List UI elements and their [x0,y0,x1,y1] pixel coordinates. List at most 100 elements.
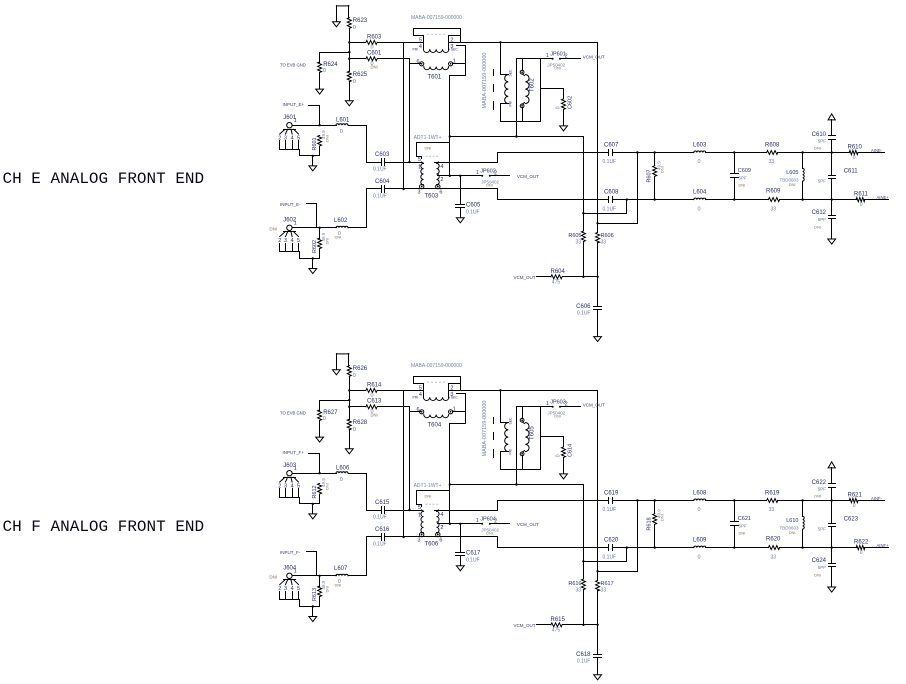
svg-text:ADT1-1WT+: ADT1-1WT+ [414,483,442,489]
svg-text:0: 0 [860,550,863,556]
svg-text:475: 475 [552,627,561,633]
svg-text:1: 1 [294,118,297,124]
svg-text:5PF: 5PF [818,178,827,183]
svg-text:JP603: JP603 [550,399,566,405]
svg-text:T605: T605 [530,426,536,440]
svg-text:33: 33 [601,587,607,593]
svg-text:J604: J604 [283,566,297,572]
svg-text:DNI: DNI [486,184,493,188]
svg-text:3: 3 [284,136,287,142]
svg-text:4: 4 [291,136,294,142]
svg-text:JP602: JP602 [480,168,496,174]
svg-text:R624: R624 [323,62,338,68]
svg-text:4: 4 [440,512,443,518]
svg-text:DNI: DNI [739,531,746,536]
svg-text:SEC: SEC [451,48,459,52]
svg-text:L607: L607 [334,566,348,572]
svg-text:1: 1 [294,221,297,227]
svg-text:INPUT_F+: INPUT_F+ [283,450,305,455]
svg-text:R625: R625 [353,72,368,78]
svg-text:0: 0 [323,68,326,74]
svg-text:6: 6 [416,407,419,413]
svg-text:0.1UF: 0.1UF [373,194,387,200]
svg-text:R627: R627 [323,410,338,416]
svg-text:MABA-007159-000000: MABA-007159-000000 [482,401,488,457]
svg-text:R607: R607 [647,169,653,182]
svg-text:0.1UF: 0.1UF [603,507,617,513]
svg-text:33: 33 [576,239,582,245]
svg-text:J602: J602 [283,218,297,224]
svg-text:R602: R602 [312,240,318,253]
svg-text:0: 0 [353,373,356,379]
svg-text:R619: R619 [765,491,780,497]
svg-text:J601: J601 [283,115,297,121]
svg-text:0: 0 [556,454,562,457]
svg-text:DNI: DNI [486,532,493,536]
svg-text:1: 1 [294,569,297,575]
svg-text:INPUT_E-: INPUT_E- [280,202,301,207]
svg-text:5PF: 5PF [818,217,827,222]
svg-text:L601: L601 [336,117,350,123]
svg-text:4: 4 [419,44,422,50]
svg-text:C613: C613 [367,399,382,405]
svg-text:T604: T604 [428,423,442,429]
svg-text:VCM_OUT: VCM_OUT [583,402,605,407]
svg-text:JP50402: JP50402 [547,410,565,415]
svg-text:R614: R614 [367,382,382,388]
svg-text:5PF: 5PF [818,487,827,492]
svg-text:C622: C622 [812,480,827,486]
svg-text:VCM_OUT: VCM_OUT [517,522,539,527]
svg-text:C619: C619 [604,491,619,497]
svg-text:DNI: DNI [554,414,561,418]
svg-text:DNI: DNI [814,224,821,229]
svg-text:C601: C601 [367,51,382,57]
svg-text:0: 0 [698,159,701,165]
svg-text:VCM_OUT: VCM_OUT [514,275,536,280]
svg-text:R605: R605 [568,233,581,239]
svg-text:0: 0 [860,202,863,208]
svg-text:DNI: DNI [335,583,342,588]
svg-text:INPUT_F-: INPUT_F- [280,550,301,555]
svg-text:0: 0 [698,206,701,212]
svg-text:JP50402: JP50402 [481,180,499,185]
svg-text:SEC: SEC [509,417,513,425]
svg-text:R601: R601 [312,137,318,150]
svg-text:R612: R612 [312,485,318,498]
svg-text:DNI: DNI [814,572,821,577]
svg-text:C610: C610 [812,132,827,138]
svg-text:0: 0 [556,106,562,109]
svg-text:DNI: DNI [425,494,432,499]
svg-text:CH F ANALOG FRONT END: CH F ANALOG FRONT END [3,518,205,536]
svg-text:C608: C608 [604,190,619,196]
svg-text:C612: C612 [812,210,827,216]
svg-text:3: 3 [450,44,453,50]
svg-text:R609: R609 [766,189,781,195]
svg-text:33: 33 [771,206,777,212]
svg-text:MABA-007159-000000: MABA-007159-000000 [411,363,462,369]
svg-text:PRI: PRI [413,396,419,400]
svg-text:C609: C609 [738,168,751,174]
svg-text:475: 475 [552,279,561,285]
svg-text:1: 1 [418,513,421,519]
svg-text:R615: R615 [551,617,566,623]
svg-text:L603: L603 [693,143,707,149]
svg-text:C607: C607 [604,143,619,149]
svg-text:0.1UF: 0.1UF [373,542,387,548]
svg-text:0: 0 [853,155,856,161]
svg-text:0: 0 [340,129,343,135]
svg-text:0: 0 [353,427,356,433]
svg-text:L610: L610 [786,518,798,524]
svg-text:2: 2 [565,53,568,59]
svg-text:2: 2 [440,525,443,531]
svg-text:L609: L609 [693,538,707,544]
svg-text:49.9: 49.9 [321,478,326,487]
svg-text:VCM_OUT: VCM_OUT [517,174,539,179]
svg-text:C624: C624 [812,558,827,564]
svg-text:DNI: DNI [269,574,277,579]
svg-text:TO EVB GND: TO EVB GND [280,411,306,416]
svg-text:PRI: PRI [509,101,513,107]
svg-text:5PF: 5PF [818,565,827,570]
svg-text:DNI: DNI [269,226,277,231]
svg-text:1: 1 [453,407,456,413]
svg-text:R617: R617 [601,581,614,587]
